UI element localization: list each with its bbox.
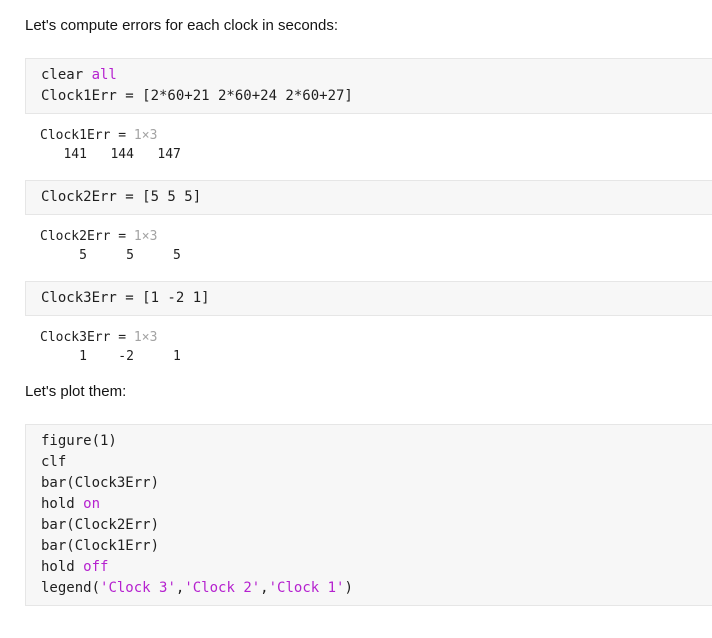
output-values: 141 144 147 bbox=[40, 147, 181, 162]
prose-plot-text: Let's plot them: bbox=[25, 383, 127, 400]
output-header: Clock1Err = 1×3 bbox=[40, 126, 712, 145]
output-values: 1 -2 1 bbox=[40, 349, 181, 364]
output-dimensions: 1×3 bbox=[133, 229, 158, 244]
command-token: clear bbox=[41, 67, 92, 83]
output-cell-clock1err: Clock1Err = 1×3 141 144 147 bbox=[40, 126, 712, 164]
output-variable-name: Clock3Err = bbox=[40, 330, 134, 345]
string-literal: 'Clock 3' bbox=[100, 580, 176, 596]
code-line: Clock2Err = [5 5 5] bbox=[41, 189, 202, 205]
output-header: Clock3Err = 1×3 bbox=[40, 328, 712, 347]
output-cell-clock2err: Clock2Err = 1×3 5 5 5 bbox=[40, 227, 712, 265]
code-cell-define-clock2err[interactable]: Clock2Err = [5 5 5] bbox=[25, 180, 712, 215]
code-cell-define-clock3err[interactable]: Clock3Err = [1 -2 1] bbox=[25, 281, 712, 316]
code-line: clear all bbox=[41, 65, 697, 86]
function-token: legend( bbox=[41, 580, 101, 596]
code-line: hold on bbox=[41, 494, 697, 515]
paren-token: ) bbox=[344, 580, 353, 596]
command-token: hold bbox=[41, 559, 84, 575]
code-line: legend('Clock 3','Clock 2','Clock 1') bbox=[41, 578, 697, 599]
command-arg-token: all bbox=[91, 67, 117, 83]
code-line: figure(1) bbox=[41, 433, 117, 449]
comma-token: , bbox=[175, 580, 185, 596]
comma-token: , bbox=[260, 580, 269, 596]
code-line: bar(Clock2Err) bbox=[41, 517, 160, 533]
output-variable-name: Clock1Err = bbox=[40, 128, 134, 143]
code-line: bar(Clock1Err) bbox=[41, 538, 160, 554]
output-dimensions: 1×3 bbox=[133, 330, 158, 345]
command-arg-token: off bbox=[83, 559, 109, 575]
output-dimensions: 1×3 bbox=[133, 128, 158, 143]
code-line: clf bbox=[41, 454, 67, 470]
code-cell-define-clock1err[interactable]: clear all Clock1Err = [2*60+21 2*60+24 2… bbox=[25, 58, 712, 114]
output-variable-name: Clock2Err = bbox=[40, 229, 134, 244]
code-cell-plot[interactable]: figure(1) clf bar(Clock3Err) hold on bar… bbox=[25, 424, 712, 606]
string-literal: 'Clock 2' bbox=[184, 580, 261, 596]
output-header: Clock2Err = 1×3 bbox=[40, 227, 712, 246]
code-line: hold off bbox=[41, 557, 697, 578]
command-token: hold bbox=[41, 496, 84, 512]
code-line: Clock1Err = [2*60+21 2*60+24 2*60+27] bbox=[41, 88, 353, 104]
string-literal: 'Clock 1' bbox=[268, 580, 345, 596]
code-line: Clock3Err = [1 -2 1] bbox=[41, 290, 210, 306]
output-values: 5 5 5 bbox=[40, 248, 181, 263]
output-cell-clock3err: Clock3Err = 1×3 1 -2 1 bbox=[40, 328, 712, 366]
command-arg-token: on bbox=[83, 496, 101, 512]
prose-intro-text: Let's compute errors for each clock in s… bbox=[25, 17, 339, 34]
code-line: bar(Clock3Err) bbox=[41, 475, 160, 491]
